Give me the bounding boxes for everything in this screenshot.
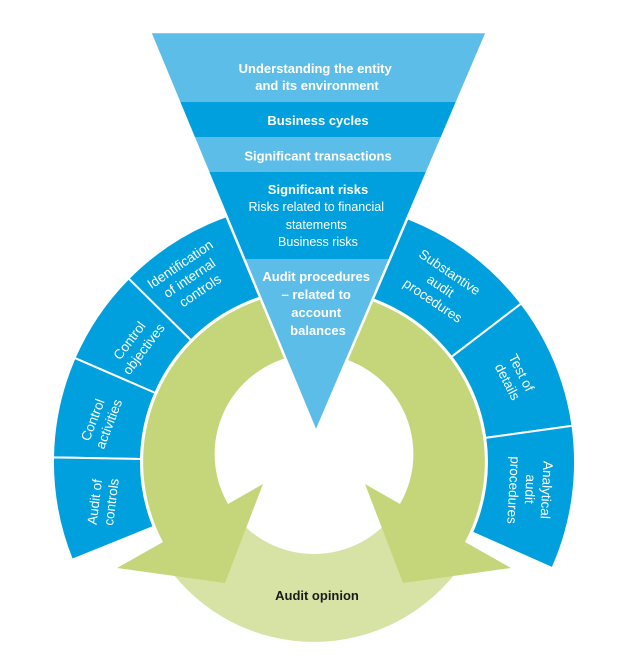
funnel-outline [148, 30, 489, 436]
label-line: procedures [504, 456, 523, 524]
label-line: audit [522, 474, 539, 504]
significant-transactions-label: Significant transactions [244, 149, 391, 164]
significant-risks-detail-3: Business risks [278, 235, 358, 249]
segment-control-activities [51, 356, 157, 461]
audit-of-controls-label: Audit of controls [85, 475, 122, 528]
label-line: controls [101, 477, 122, 526]
audit-procedures-line-4: balances [290, 323, 346, 338]
understanding-entity-label: Understanding the entity and its environ… [239, 61, 396, 93]
business-cycles-label: Business cycles [267, 113, 368, 128]
band-understanding-entity [150, 32, 487, 102]
audit-procedures-line-3: account [291, 305, 342, 320]
significant-risks-details: Risks related to financial statements Bu… [249, 200, 388, 249]
segment-audit-of-controls [51, 456, 155, 562]
audit-opinion-label: Audit opinion [275, 588, 359, 603]
analytical-audit-procedures-label: Analytical audit procedures [504, 456, 555, 526]
right-arrow [314, 291, 511, 583]
funnel-labels: Understanding the entity and its environ… [239, 61, 396, 338]
audit-procedures-label: Audit procedures – related to account ba… [262, 269, 373, 338]
label-line: Analytical [538, 461, 556, 519]
audit-procedures-line-1: Audit procedures [262, 269, 370, 284]
significant-risks-title: Significant risks [268, 182, 368, 197]
audit-procedures-line-2: – related to [282, 287, 351, 302]
understanding-entity-line-1: Understanding the entity [239, 61, 393, 76]
significant-risks-detail-2: statements [286, 218, 347, 232]
significant-risks-detail-1: Risks related to financial [249, 200, 384, 214]
segment-analytical-audit-procedures [470, 424, 577, 570]
audit-opinion-band [166, 511, 462, 642]
label-line: Audit of [85, 478, 105, 526]
segment-control-objectives [73, 276, 193, 395]
understanding-entity-line-2: and its environment [255, 78, 379, 93]
left-arrow [117, 291, 314, 583]
band-business-cycles [150, 102, 487, 137]
